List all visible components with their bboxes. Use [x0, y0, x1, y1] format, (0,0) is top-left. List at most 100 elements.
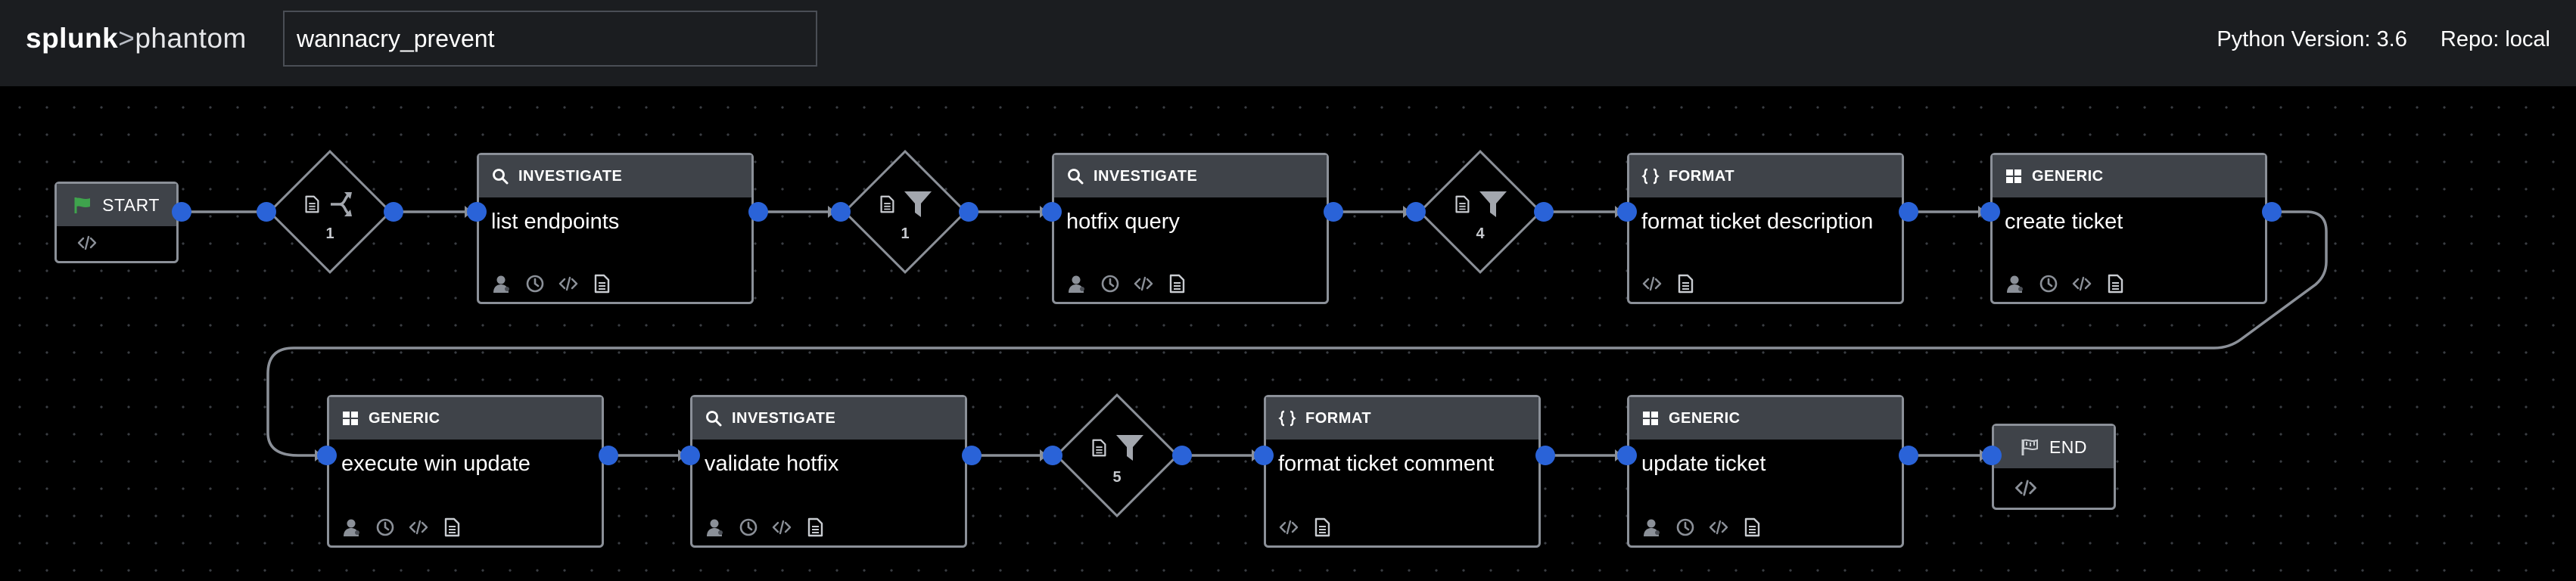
filter-5-output-port[interactable] — [1172, 446, 1192, 465]
document-icon[interactable] — [804, 517, 826, 538]
top-bar: splunk>phantom Python Version: 3.6 Repo:… — [0, 0, 2576, 86]
format-desc-input-port[interactable] — [1617, 202, 1637, 222]
update-ticket-input-port[interactable] — [1617, 446, 1637, 465]
clock-icon[interactable] — [524, 273, 546, 294]
format-comment-input-port[interactable] — [1254, 446, 1274, 465]
code-icon[interactable] — [2014, 476, 2038, 500]
user-icon[interactable] — [1641, 517, 1663, 538]
braces-icon — [1641, 167, 1660, 185]
document-icon[interactable] — [1675, 273, 1696, 294]
block-header: FORMAT — [1629, 155, 1902, 197]
format-ticket-description-block[interactable]: FORMAT format ticket description — [1627, 153, 1904, 304]
filter-4-input-port[interactable] — [1406, 202, 1426, 222]
document-icon[interactable] — [2105, 273, 2126, 294]
end-input-port[interactable] — [1982, 446, 2002, 465]
user-icon[interactable] — [341, 517, 362, 538]
search-icon — [705, 409, 723, 427]
user-icon[interactable] — [705, 517, 726, 538]
format-desc-output-port[interactable] — [1899, 202, 1918, 222]
decision-input-port[interactable] — [257, 202, 276, 222]
filter-1-output-port[interactable] — [959, 202, 978, 222]
clock-icon[interactable] — [1675, 517, 1696, 538]
user-icon[interactable] — [1066, 273, 1087, 294]
code-icon[interactable] — [1133, 273, 1154, 294]
user-icon[interactable] — [491, 273, 512, 294]
block-title: create ticket — [2005, 210, 2123, 234]
code-icon[interactable] — [1278, 517, 1299, 538]
filter-node-4[interactable]: 4 — [1418, 150, 1542, 274]
clock-icon[interactable] — [738, 517, 759, 538]
filter-4-output-port[interactable] — [1534, 202, 1554, 222]
code-icon[interactable] — [2071, 273, 2092, 294]
update-ticket-output-port[interactable] — [1899, 446, 1918, 465]
filter-node-1[interactable]: 1 — [843, 150, 967, 274]
playbook-canvas[interactable]: START 1 INVESTIGATE list endpoints 1 — [0, 86, 2576, 581]
clock-icon[interactable] — [2038, 273, 2059, 294]
validate-hotfix-input-port[interactable] — [680, 446, 700, 465]
block-header: INVESTIGATE — [692, 397, 965, 440]
playbook-name-input[interactable] — [283, 11, 817, 67]
document-icon[interactable] — [1311, 517, 1333, 538]
splunk-phantom-logo[interactable]: splunk>phantom — [26, 23, 247, 54]
filter-icon — [903, 189, 933, 219]
checkered-flag-icon — [2021, 438, 2040, 456]
document-icon[interactable] — [1166, 273, 1187, 294]
document-icon[interactable] — [441, 517, 462, 538]
document-icon — [1089, 438, 1109, 458]
list-endpoints-input-port[interactable] — [467, 202, 487, 222]
document-icon — [1452, 194, 1472, 214]
block-header: FORMAT — [1266, 397, 1538, 440]
top-right-info: Python Version: 3.6 Repo: local — [2189, 27, 2550, 52]
clock-icon[interactable] — [1100, 273, 1121, 294]
hotfix-query-input-port[interactable] — [1042, 202, 1062, 222]
code-icon[interactable] — [771, 517, 792, 538]
search-icon — [1066, 167, 1084, 185]
code-icon[interactable] — [1708, 517, 1729, 538]
create-ticket-block[interactable]: GENERIC create ticket — [1990, 153, 2267, 304]
document-icon[interactable] — [1741, 517, 1762, 538]
execute-win-update-block[interactable]: GENERIC execute win update — [327, 395, 604, 548]
code-icon[interactable] — [408, 517, 429, 538]
decision-node[interactable]: 1 — [268, 150, 392, 274]
filter-count: 4 — [1476, 225, 1485, 242]
validate-hotfix-block[interactable]: INVESTIGATE validate hotfix — [690, 395, 967, 548]
document-icon — [302, 194, 322, 214]
execute-win-update-input-port[interactable] — [317, 446, 337, 465]
block-header: GENERIC — [1629, 397, 1902, 440]
clock-icon[interactable] — [375, 517, 396, 538]
code-icon[interactable] — [1641, 273, 1663, 294]
format-ticket-comment-block[interactable]: FORMAT format ticket comment — [1264, 395, 1541, 548]
format-comment-output-port[interactable] — [1535, 446, 1555, 465]
create-ticket-input-port[interactable] — [1980, 202, 2000, 222]
block-title: execute win update — [341, 452, 530, 476]
hotfix-query-block[interactable]: INVESTIGATE hotfix query — [1052, 153, 1329, 304]
block-title: validate hotfix — [705, 452, 839, 476]
filter-node-5[interactable]: 5 — [1055, 393, 1179, 517]
start-output-port[interactable] — [172, 202, 191, 222]
filter-icon — [1478, 189, 1508, 219]
code-icon[interactable] — [558, 273, 579, 294]
grid-icon — [2005, 167, 2023, 185]
block-title: format ticket description — [1641, 210, 1874, 234]
filter-5-input-port[interactable] — [1043, 446, 1062, 465]
search-icon — [491, 167, 509, 185]
block-title: format ticket comment — [1278, 452, 1495, 476]
block-title: list endpoints — [491, 210, 620, 234]
execute-win-update-output-port[interactable] — [599, 446, 618, 465]
block-title: update ticket — [1641, 452, 1766, 476]
create-ticket-output-port[interactable] — [2262, 202, 2282, 222]
document-icon[interactable] — [591, 273, 612, 294]
hotfix-query-output-port[interactable] — [1324, 202, 1343, 222]
start-node-header: START — [57, 184, 176, 226]
decision-output-port[interactable] — [384, 202, 403, 222]
validate-hotfix-output-port[interactable] — [962, 446, 982, 465]
document-icon — [877, 194, 897, 214]
end-node[interactable]: END — [1992, 424, 2116, 510]
list-endpoints-block[interactable]: INVESTIGATE list endpoints — [477, 153, 754, 304]
code-icon[interactable] — [76, 232, 98, 253]
filter-1-input-port[interactable] — [831, 202, 851, 222]
user-icon[interactable] — [2005, 273, 2026, 294]
list-endpoints-output-port[interactable] — [748, 202, 768, 222]
update-ticket-block[interactable]: GENERIC update ticket — [1627, 395, 1904, 548]
start-node[interactable]: START — [54, 182, 179, 263]
